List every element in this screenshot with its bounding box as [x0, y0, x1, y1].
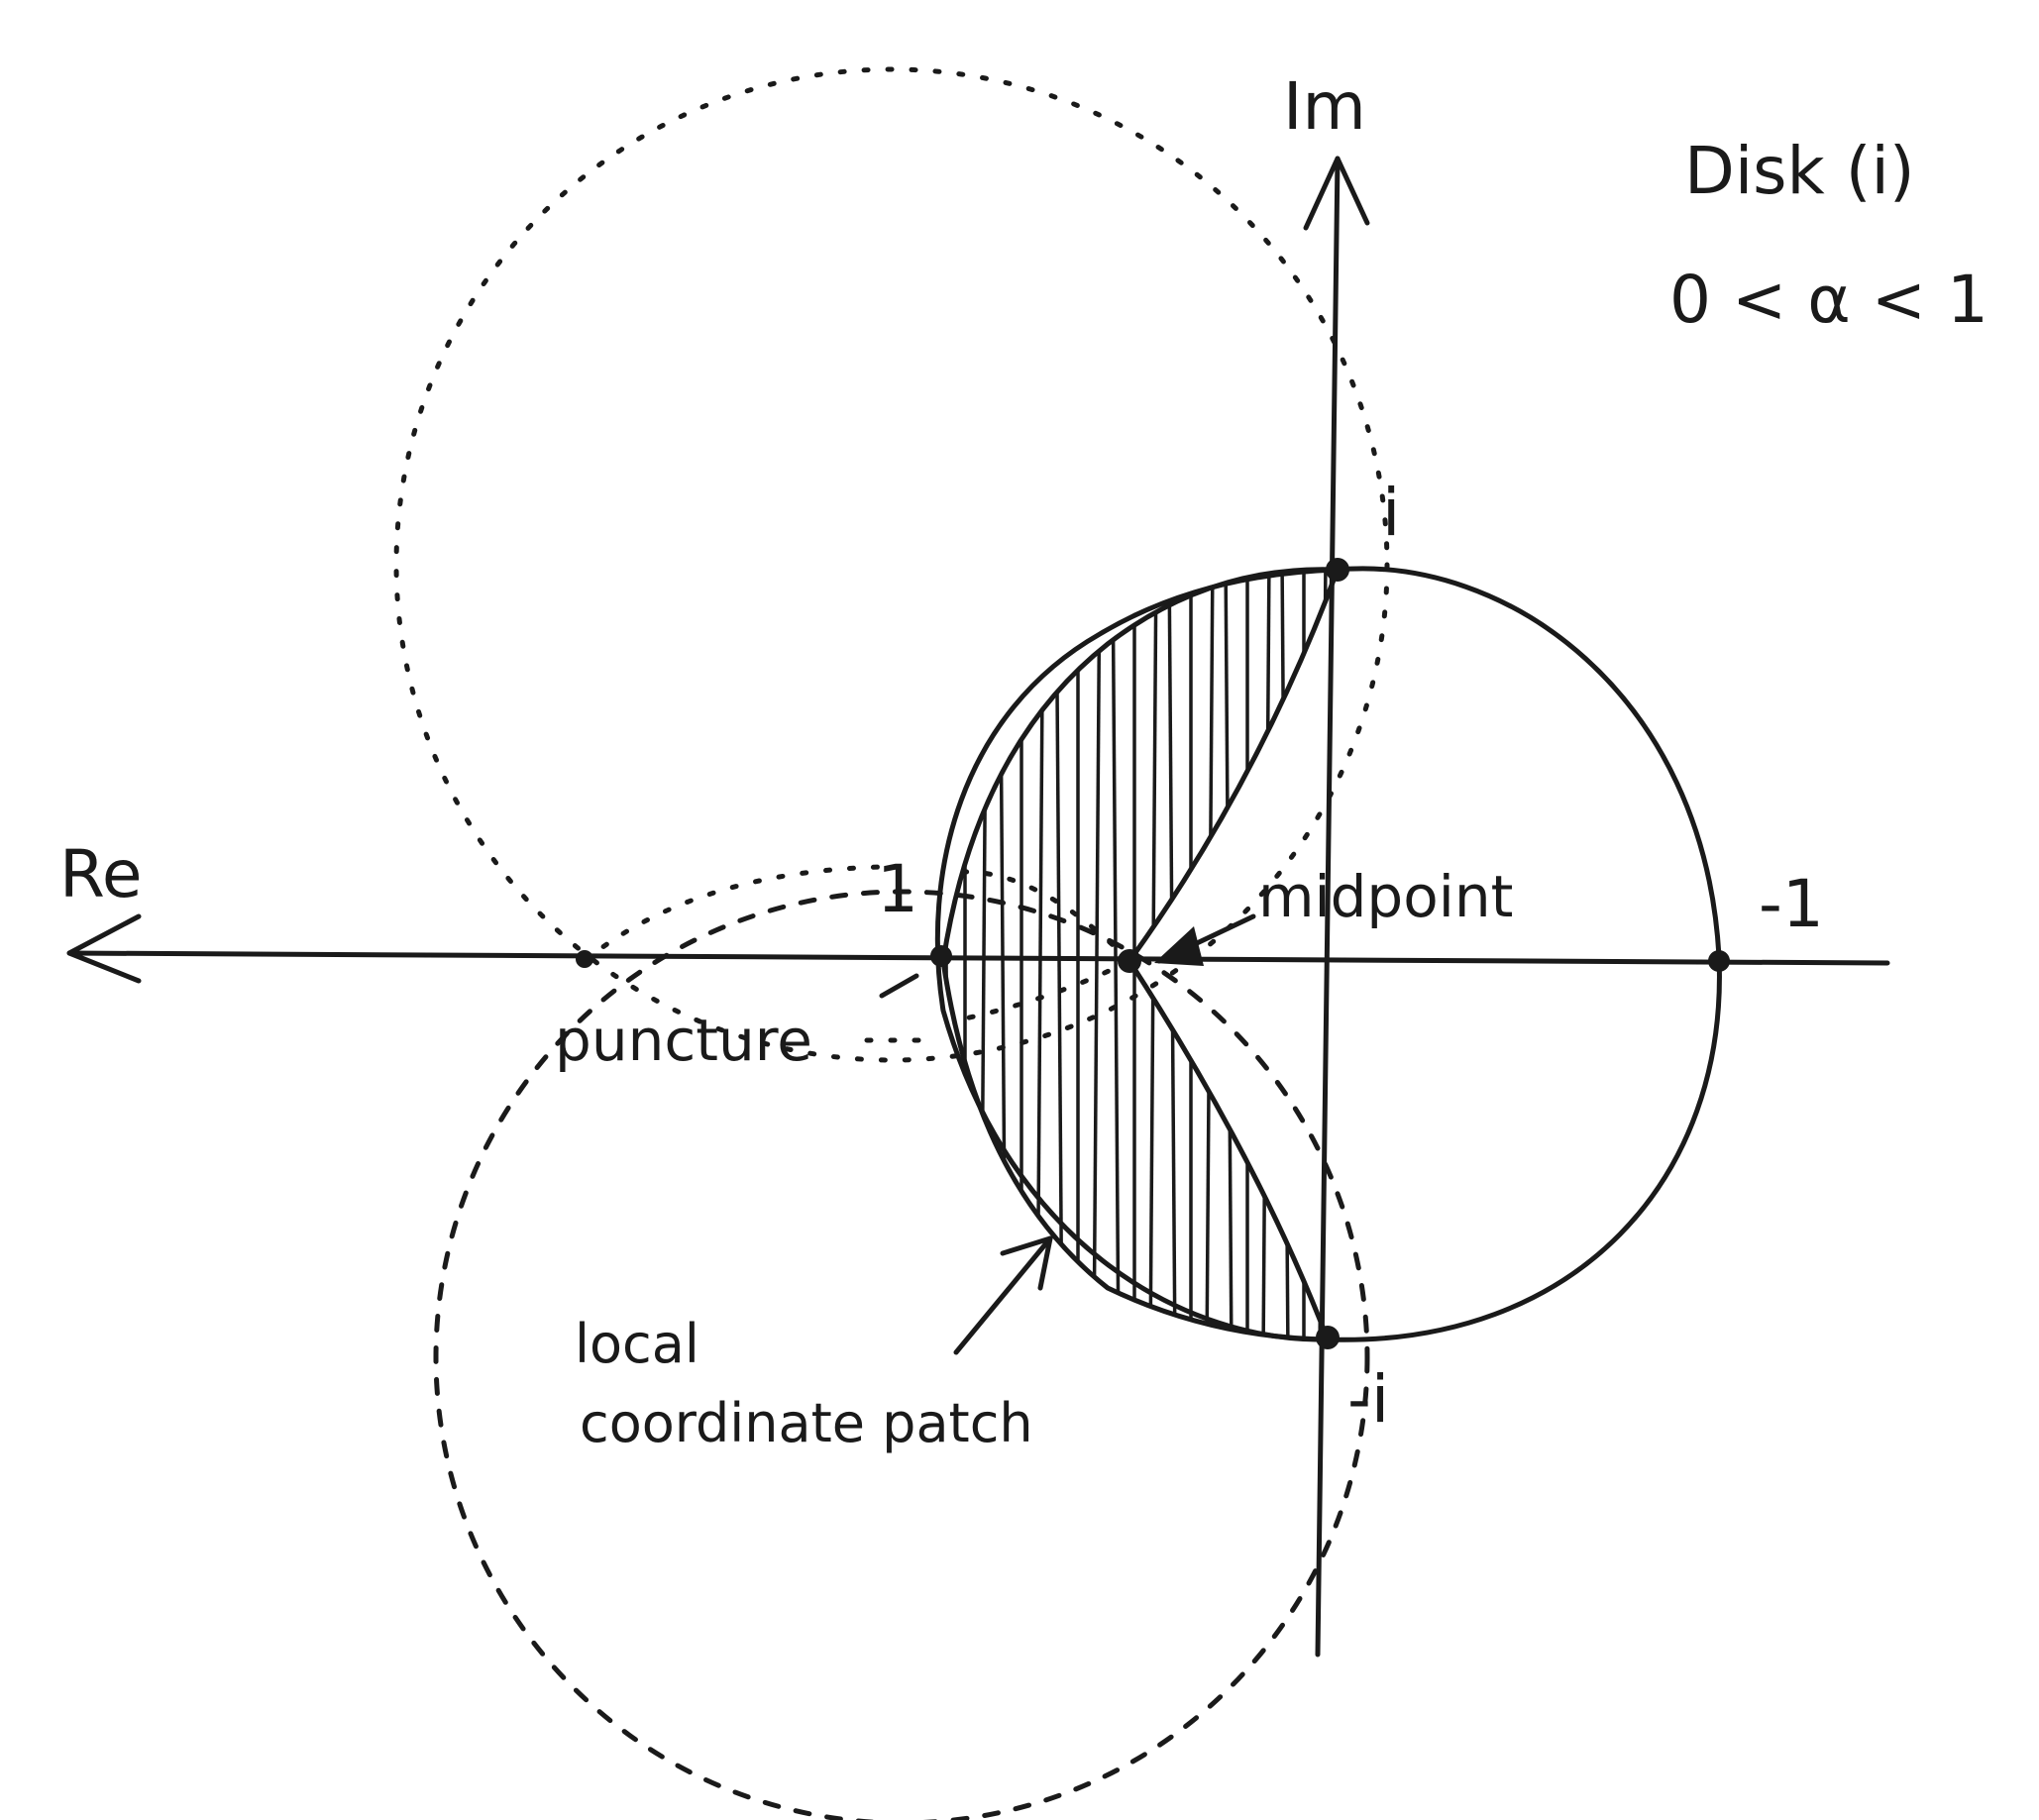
- imag-axis-label: Im: [1283, 68, 1366, 145]
- title-line2: 0 < α < 1: [1669, 262, 1988, 338]
- upper-inner-arc: [1127, 567, 1341, 964]
- dotted-guide-1: [963, 869, 1132, 964]
- point-puncture: [576, 950, 593, 968]
- label-minus-one: -1: [1759, 866, 1824, 942]
- patch-arrow: [953, 1235, 1053, 1355]
- real-axis-arrowhead: [66, 913, 142, 984]
- hatch-line: [1148, 569, 1158, 1339]
- title-line1: Disk (i): [1684, 133, 1915, 209]
- label-minus-i: -i: [1347, 1361, 1389, 1438]
- dotted-puncture-arc: [582, 864, 885, 964]
- point-midpoint: [1118, 949, 1141, 973]
- point-minus-one: [1708, 950, 1730, 972]
- hatch-line: [1111, 569, 1121, 1339]
- puncture-marker: [879, 973, 919, 999]
- hatch-line: [1224, 569, 1234, 1339]
- real-axis: [66, 950, 1890, 966]
- upper-dotted-circle: [393, 66, 1390, 1063]
- imaginary-axis-arrowhead: [1303, 156, 1370, 231]
- point-i: [1326, 558, 1349, 582]
- label-one: 1: [877, 851, 918, 927]
- lower-dashed-circle: [433, 889, 1370, 1820]
- label-i: i: [1382, 475, 1400, 551]
- label-patch-line1: local: [575, 1313, 699, 1375]
- hatch-line: [1261, 569, 1271, 1339]
- label-puncture: puncture: [555, 1007, 812, 1074]
- label-midpoint: midpoint: [1258, 863, 1513, 930]
- patch-arrowhead: [1000, 1235, 1053, 1291]
- imaginary-axis: [1315, 156, 1341, 1658]
- hatch-line: [1205, 569, 1215, 1339]
- hatch-line: [1092, 569, 1102, 1339]
- point-one: [930, 945, 952, 967]
- midpoint-arrowhead: [1154, 926, 1204, 966]
- point-minus-i: [1316, 1326, 1340, 1349]
- real-axis-label: Re: [59, 836, 143, 912]
- lower-inner-arc: [1127, 958, 1331, 1342]
- label-patch-line2: coordinate patch: [580, 1392, 1033, 1454]
